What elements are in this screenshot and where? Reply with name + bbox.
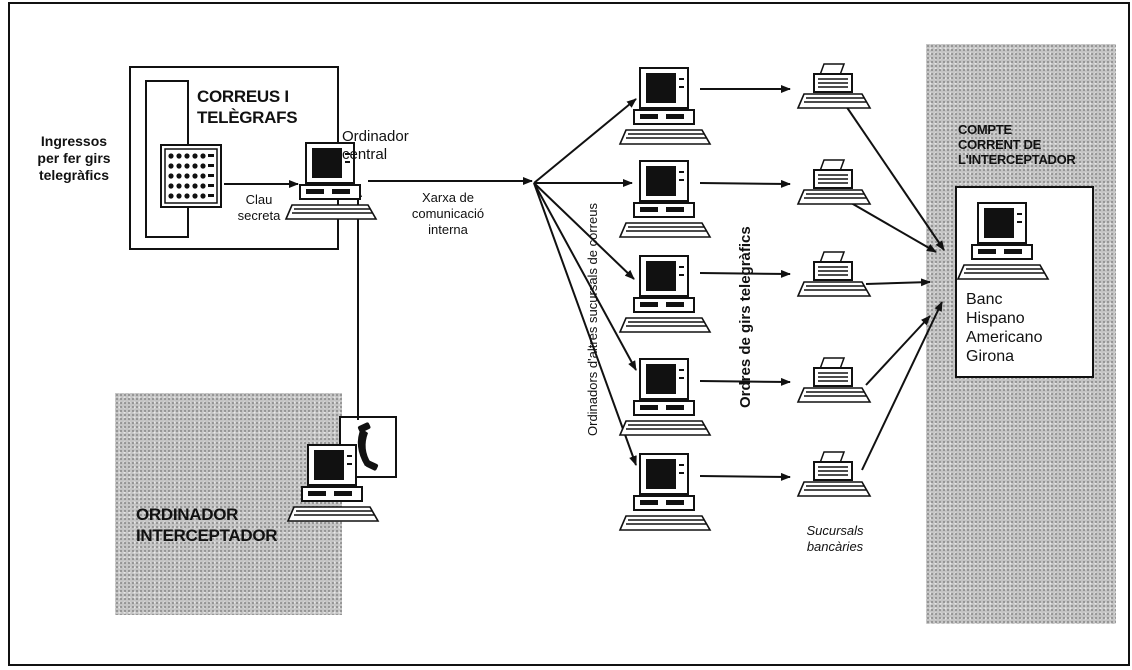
post-office-title-line: TELÈGRAFS (197, 108, 298, 127)
bank-branch-printer-icon (797, 357, 871, 403)
bank-label: Banc Hispano Americano Girona (966, 290, 1042, 366)
keypad-icon (160, 144, 222, 208)
branch-computer-icon (619, 358, 711, 436)
network-label-line: comunicació (411, 206, 485, 221)
secret-key-label: Clau secreta (230, 192, 288, 224)
central-computer-label-line: Ordinador (342, 128, 409, 145)
central-computer-label-line: central (342, 146, 388, 163)
bank-branches-label: Sucursals bancàries (785, 523, 885, 555)
branch-computer-icon (619, 67, 711, 145)
interceptor-account-label-line: CORRENT DE (958, 137, 1041, 152)
interceptor-region (115, 393, 342, 615)
bank-branch-printer-icon (797, 251, 871, 297)
bank-branches-label-line: bancàries (806, 539, 864, 554)
interceptor-label-line: INTERCEPTADOR (136, 526, 278, 545)
interceptor-label: ORDINADOR INTERCEPTADOR (136, 504, 278, 546)
bank-label-line: Americano (966, 329, 1043, 346)
deposit-label-line: Ingressos (40, 133, 108, 149)
network-label: Xarxa de comunicació interna (398, 190, 498, 238)
deposit-label-line: telegràfics (38, 167, 110, 183)
interceptor-account-label-line: COMPTE (958, 122, 1012, 137)
network-label-line: interna (428, 222, 468, 237)
post-office-title-line: CORREUS I (197, 87, 289, 106)
bank-label-line: Banc (966, 291, 1003, 308)
secret-key-line: Clau (245, 192, 273, 207)
interceptor-computer-icon (287, 444, 379, 522)
bank-computer-icon (957, 202, 1049, 280)
network-label-line: Xarxa de (421, 190, 475, 205)
branch-computer-icon (619, 453, 711, 531)
bank-label-line: Hispano (966, 310, 1025, 327)
bank-branch-printer-icon (797, 159, 871, 205)
post-office-title: CORREUS I TELÈGRAFS (197, 86, 298, 128)
interceptor-label-line: ORDINADOR (136, 505, 239, 524)
secret-key-line: secreta (237, 208, 281, 223)
bank-branch-printer-icon (797, 63, 871, 109)
deposit-label-line: per fer girs (37, 150, 111, 166)
central-computer-label: Ordinador central (342, 128, 409, 164)
branch-computers-label: Ordinadors d'altres sucursals de correus (585, 203, 600, 436)
bank-label-line: Girona (966, 348, 1015, 365)
branch-computer-icon (619, 160, 711, 238)
deposit-label: Ingressos per fer girs telegràfics (28, 133, 120, 184)
transfer-orders-label: Ordres de girs telegràfics (737, 226, 754, 408)
diagram-frame (8, 2, 1130, 666)
bank-branches-label-line: Sucursals (806, 523, 864, 538)
bank-branch-printer-icon (797, 451, 871, 497)
interceptor-account-label: COMPTE CORRENT DE L'INTERCEPTADOR (958, 122, 1076, 167)
branch-computer-icon (619, 255, 711, 333)
interceptor-account-label-line: L'INTERCEPTADOR (958, 152, 1076, 167)
